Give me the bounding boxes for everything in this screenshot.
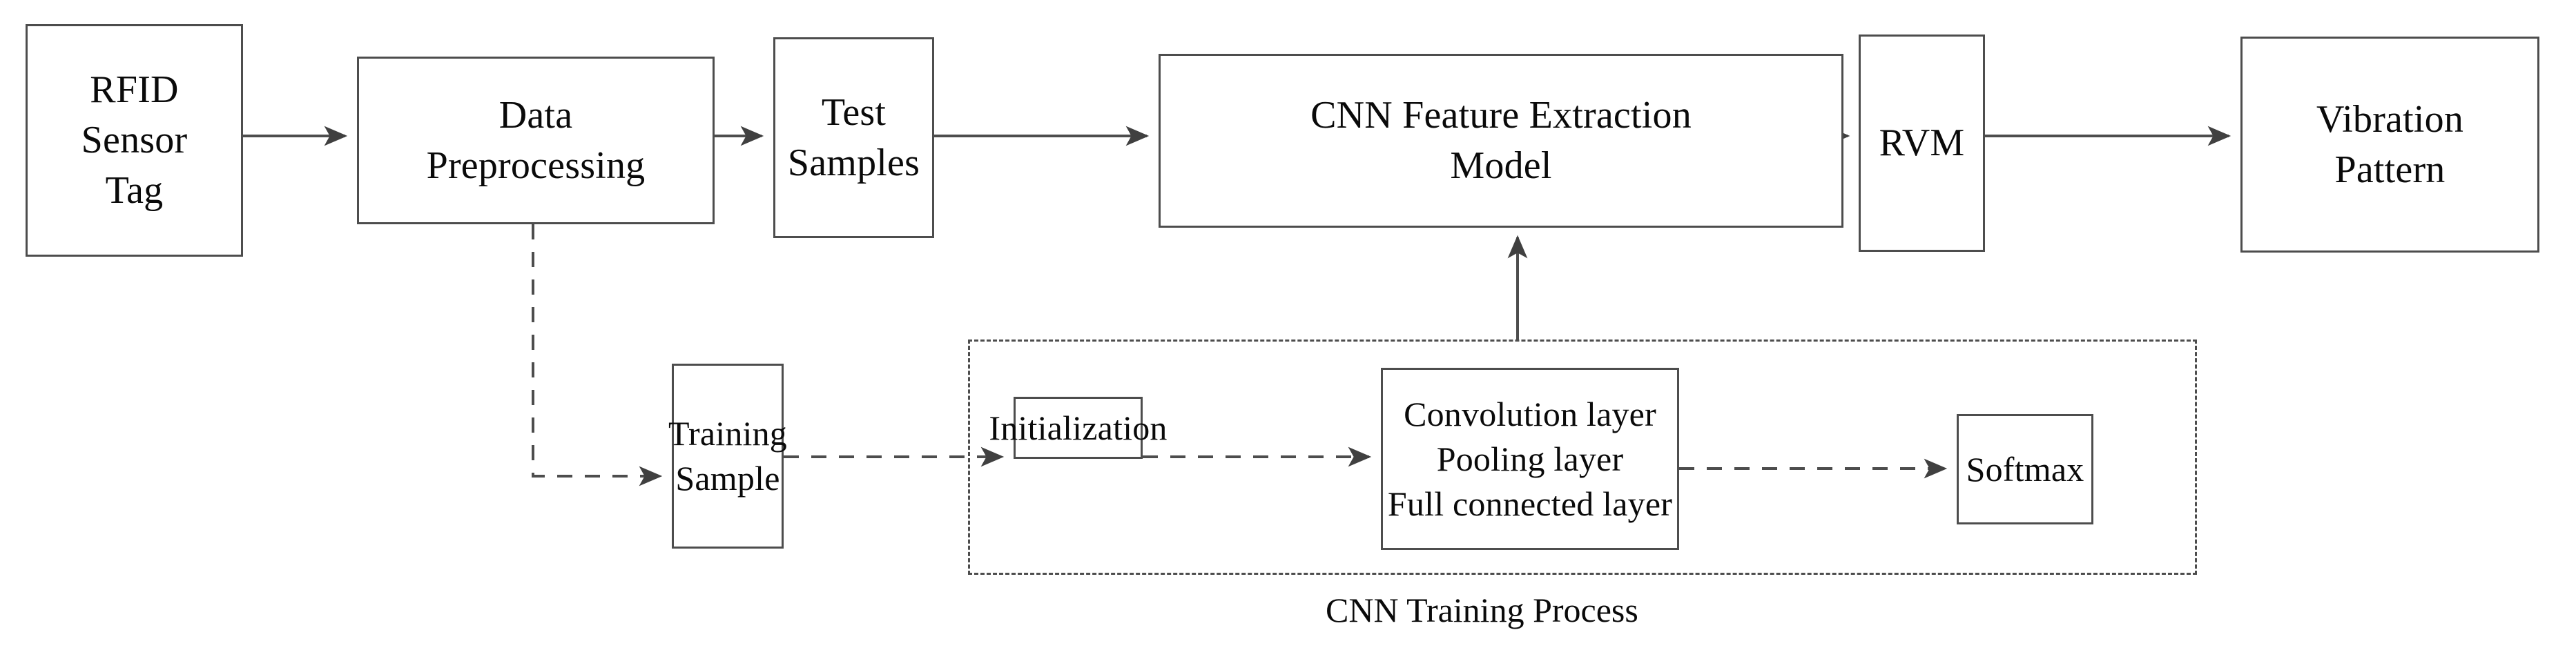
node-training-sample[interactable]: Training Sample — [668, 364, 787, 549]
node-test-samples[interactable]: Test Samples — [773, 37, 934, 238]
node-rfid-sensor-tag[interactable]: RFID Sensor Tag — [26, 24, 243, 257]
node-softmax[interactable]: Softmax — [1957, 414, 2093, 524]
node-vibration-pattern[interactable]: Vibration Pattern — [2240, 37, 2539, 253]
cnn-training-process-caption: CNN Training Process — [1326, 591, 1638, 629]
node-cnn-layers[interactable]: Convolution layer Pooling layer Full con… — [1381, 368, 1679, 550]
node-initialization[interactable]: Initialization — [989, 397, 1167, 459]
node-rvm[interactable]: RVM — [1859, 35, 1985, 252]
node-data-preprocessing[interactable]: Data Preprocessing — [357, 57, 715, 224]
connector-preprocessing-to-training — [532, 224, 663, 486]
cnn-training-process-group — [968, 340, 2197, 575]
node-cnn-feature-extraction-model[interactable]: CNN Feature Extraction Model — [1159, 54, 1843, 228]
